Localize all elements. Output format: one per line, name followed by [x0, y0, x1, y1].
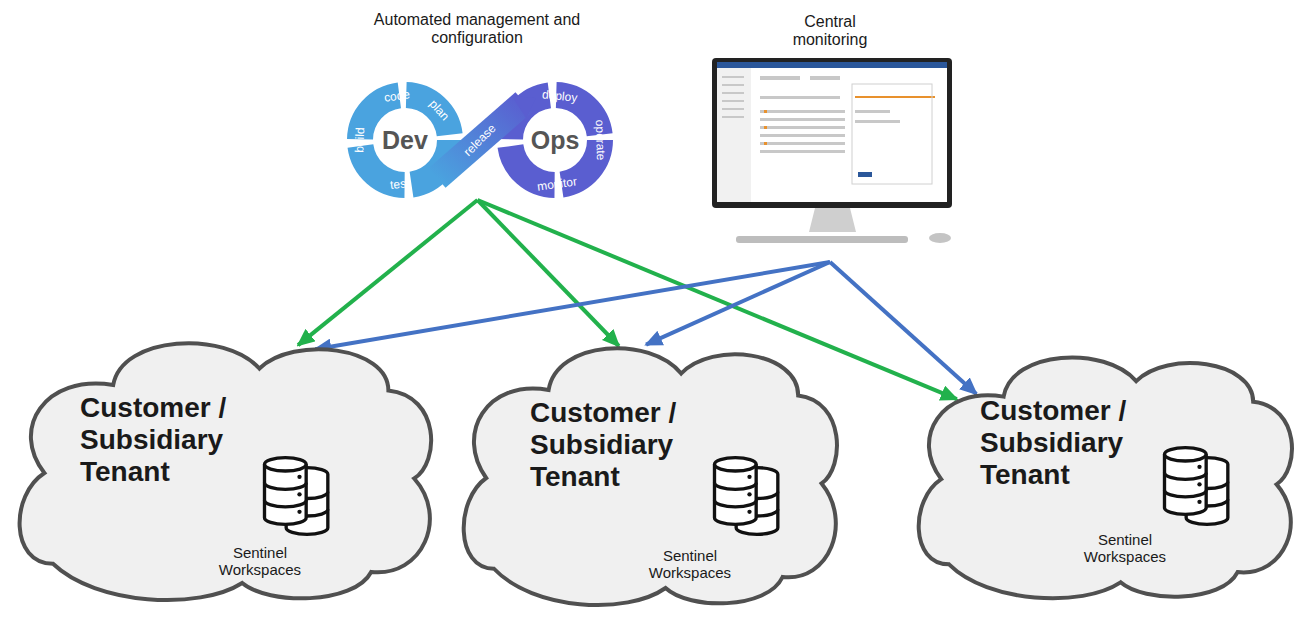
caption-heading: Central monitoring: [765, 13, 895, 50]
screen-panel: [852, 84, 932, 184]
keyboard: [736, 236, 908, 243]
tenant-heading: Customer / Subsidiary Tenant: [530, 397, 745, 494]
devops-stage: test: [390, 177, 410, 191]
release-arrowhead: [512, 96, 536, 118]
connector-arrow: [830, 262, 976, 394]
workspace-label: Sentinel Workspaces: [635, 547, 745, 582]
devops-word: Dev: [382, 128, 428, 153]
screen-bar: [717, 62, 947, 68]
screen-button: [858, 172, 872, 177]
devops-stage: deploy: [542, 88, 578, 104]
connector-arrow: [315, 262, 830, 349]
devops-stage: build: [354, 127, 367, 153]
connector-arrow: [298, 200, 477, 345]
monitor-screen: [717, 62, 947, 202]
tenant-cloud: Customer / Subsidiary TenantSentinel Wor…: [910, 345, 1300, 603]
mouse: [929, 233, 951, 243]
tenant-cloud: Customer / Subsidiary TenantSentinel Wor…: [455, 335, 845, 610]
ops-ring: [510, 95, 600, 185]
illustration-group: Central monitoring: [700, 5, 960, 262]
devops-stage: code: [383, 88, 410, 104]
tenant-heading: Customer / Subsidiary Tenant: [980, 395, 1195, 492]
devops-stage: operate: [593, 119, 606, 160]
monitor-illustration: [712, 58, 952, 243]
devops-infinity: [360, 95, 600, 185]
workspace-label: Sentinel Workspaces: [1070, 531, 1180, 566]
screen-nav: [717, 68, 751, 202]
tenant-cloud: Customer / Subsidiary TenantSentinel Wor…: [10, 330, 440, 605]
workspace-label: Sentinel Workspaces: [205, 544, 315, 579]
monitor-stand: [809, 208, 856, 232]
connector-arrow: [646, 262, 830, 345]
tenant-heading: Customer / Subsidiary Tenant: [80, 392, 295, 489]
connector-arrow: [478, 200, 619, 346]
screen-rows: [722, 76, 900, 153]
monitor-frame: [712, 58, 952, 208]
caption-heading: Automated management and configuration: [347, 11, 607, 48]
devops-word: Ops: [531, 128, 580, 153]
screen-marks: [764, 96, 935, 145]
